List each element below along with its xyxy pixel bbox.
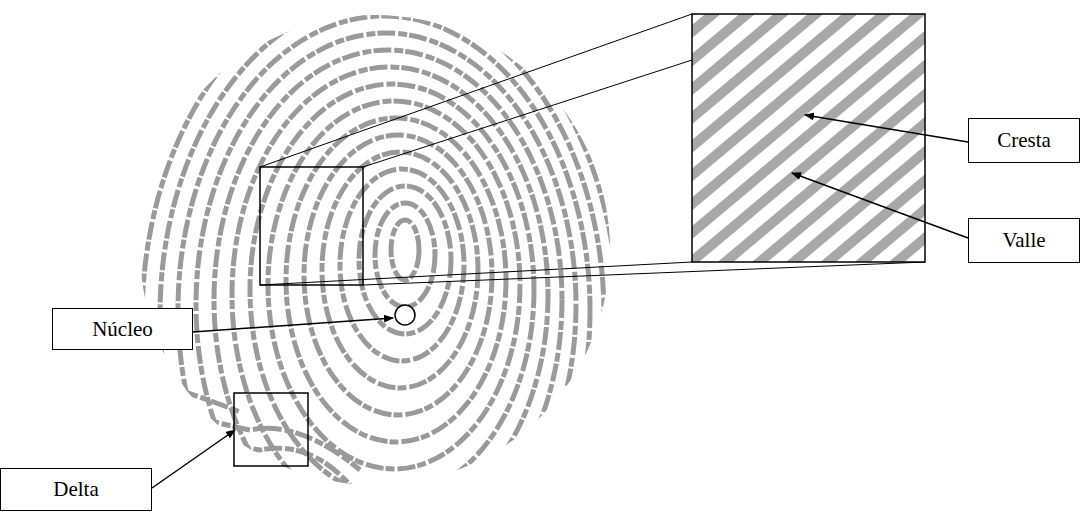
label-text: Delta — [53, 477, 98, 502]
delta-region — [234, 393, 308, 466]
core-marker — [395, 305, 415, 325]
label-text: Valle — [1002, 228, 1045, 253]
label-box: Valle — [968, 218, 1080, 263]
label-box: Delta — [0, 468, 152, 511]
label-text: Núcleo — [92, 317, 153, 342]
zoom-region — [260, 167, 363, 285]
label-text: Cresta — [997, 128, 1051, 153]
label-box: Núcleo — [52, 308, 193, 350]
label-box: Cresta — [968, 118, 1080, 163]
zoom-view — [692, 14, 925, 262]
